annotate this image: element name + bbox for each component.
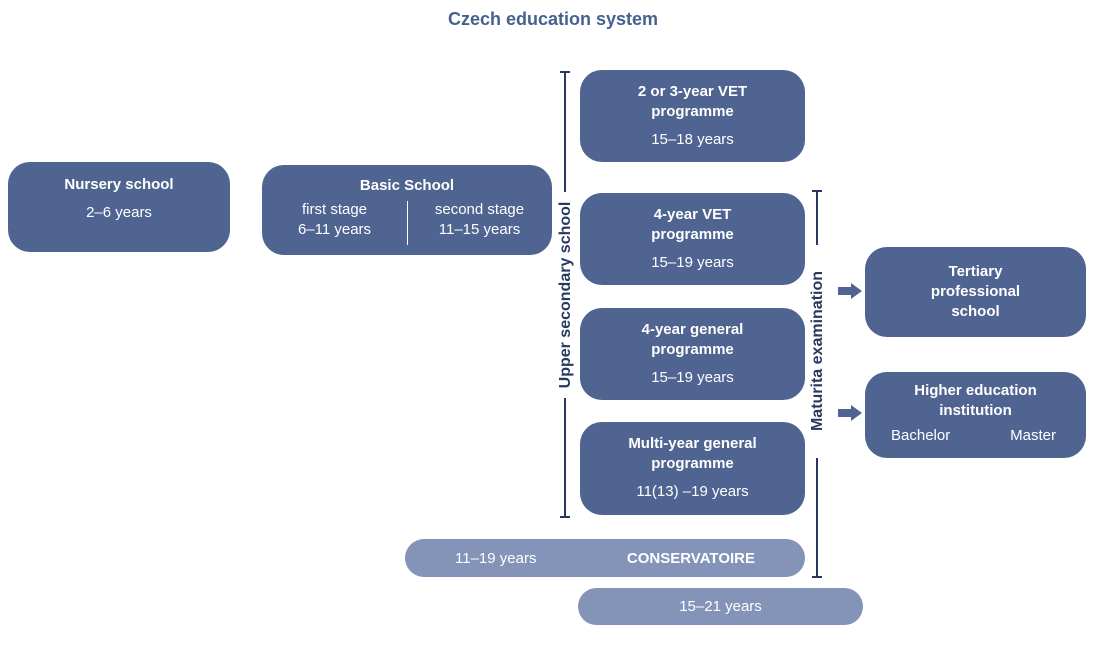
vet-2-3-year-years: 15–18 years xyxy=(651,131,734,148)
stage-divider xyxy=(407,201,408,245)
general-4-year-years: 15–19 years xyxy=(651,369,734,386)
general-4-year-title: 4-year general programme xyxy=(641,321,744,358)
maturita-bracket-line-bottom xyxy=(816,458,818,576)
second-stage-years: 11–15 years xyxy=(438,221,521,238)
vet-4-year-title: 4-year VET programme xyxy=(651,206,734,243)
general-4-year-box: 4-year general programme 15–19 years xyxy=(580,308,805,400)
vet-4-year-years: 15–19 years xyxy=(651,254,734,271)
arrow-to-higher-education-icon xyxy=(838,405,862,421)
upper-secondary-bracket-line-bottom xyxy=(564,398,566,517)
basic-school-stages: first stage 6–11 years second stage 11–1… xyxy=(262,200,552,245)
multi-year-general-box: Multi-year general programme 11(13) –19 … xyxy=(580,422,805,515)
first-stage-label: first stage xyxy=(301,201,368,218)
vet-2-3-year-title: 2 or 3-year VET programme xyxy=(637,83,748,120)
tertiary-professional-school-box: Tertiary professional school xyxy=(865,247,1086,337)
vet-4-year-box: 4-year VET programme 15–19 years xyxy=(580,193,805,285)
basic-school-title: Basic School xyxy=(359,177,455,194)
conservatoire-label: CONSERVATOIRE xyxy=(626,549,755,567)
bachelor-label: Bachelor xyxy=(891,427,951,444)
arrow-tail xyxy=(838,287,851,295)
upper-secondary-bracket-line-top xyxy=(564,72,566,192)
vet-2-3-year-box: 2 or 3-year VET programme 15–18 years xyxy=(580,70,805,162)
higher-education-box: Higher education institution Bachelor Ma… xyxy=(865,372,1086,458)
first-stage-years: 6–11 years xyxy=(297,221,372,238)
multi-year-general-title: Multi-year general programme xyxy=(628,435,757,472)
second-stage-label: second stage xyxy=(434,201,525,218)
nursery-school-title: Nursery school xyxy=(64,176,174,193)
nursery-school-box: Nursery school 2–6 years xyxy=(8,162,230,252)
arrow-head xyxy=(851,283,862,299)
tertiary-professional-school-title: Tertiary professional school xyxy=(930,263,1021,320)
post-secondary-years-box: 15–21 years xyxy=(578,588,863,625)
maturita-bracket-bottom-cap xyxy=(812,576,822,578)
second-stage-cell: second stage 11–15 years xyxy=(407,200,552,240)
higher-education-title: Higher education institution xyxy=(914,382,1037,419)
maturita-label: Maturita examination xyxy=(809,270,826,432)
multi-year-general-years: 11(13) –19 years xyxy=(636,483,749,500)
diagram-title: Czech education system xyxy=(447,9,659,29)
conservatoire-years: 11–19 years xyxy=(455,549,537,567)
basic-school-box: Basic School first stage 6–11 years seco… xyxy=(262,165,552,255)
upper-secondary-label: Upper secondary school xyxy=(557,201,574,389)
arrow-to-tertiary-icon xyxy=(838,283,862,299)
arrow-head xyxy=(851,405,862,421)
master-label: Master xyxy=(1010,427,1056,444)
conservatoire-box: 11–19 years CONSERVATOIRE xyxy=(405,539,805,577)
maturita-bracket-line-top xyxy=(816,191,818,245)
first-stage-cell: first stage 6–11 years xyxy=(262,200,407,240)
arrow-tail xyxy=(838,409,851,417)
degree-row: Bachelor Master xyxy=(865,427,1086,444)
nursery-school-years: 2–6 years xyxy=(86,204,152,221)
post-secondary-years-label: 15–21 years xyxy=(679,598,762,615)
upper-secondary-bracket-bottom-cap xyxy=(560,516,570,518)
